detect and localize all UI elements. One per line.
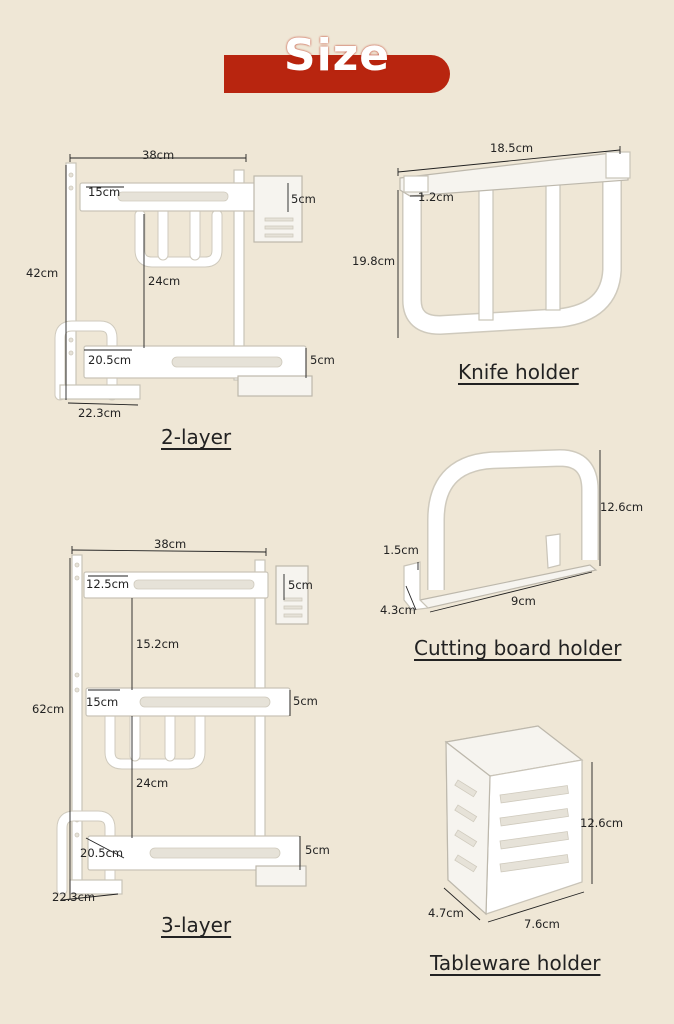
cutting-board-width-label: 9cm [511, 594, 536, 608]
knife-holder-height-label: 19.8cm [352, 254, 396, 268]
tableware-depth-label: 4.7cm [428, 906, 464, 920]
two-layer-bottom-depth-label: 20.5cm [88, 353, 132, 367]
title-banner [224, 55, 450, 93]
knife-holder-caption: Knife holder [458, 360, 579, 384]
two-layer-gap-label: 24cm [148, 274, 181, 288]
two-layer-width-label: 38cm [142, 148, 175, 162]
two-layer-bottom-height-label: 5cm [310, 353, 335, 367]
knife-holder-thickness-label: 1.2cm [418, 190, 454, 204]
three-layer-base-depth-label: 22.3cm [52, 890, 96, 904]
three-layer-top-depth-label: 12.5cm [86, 577, 130, 591]
cutting-board-holder-caption: Cutting board holder [414, 636, 622, 660]
tableware-width-label: 7.6cm [524, 917, 560, 931]
page-title: Size [283, 30, 391, 81]
three-layer-bottom-height-label: 5cm [305, 843, 330, 857]
three-layer-caption: 3-layer [161, 913, 232, 937]
tableware-holder-drawing [443, 725, 593, 923]
knife-holder-drawing [397, 146, 631, 338]
knife-holder-width-label: 18.5cm [490, 141, 534, 155]
two-layer-height-label: 42cm [26, 266, 59, 280]
tableware-height-label: 12.6cm [580, 816, 624, 830]
two-layer-base-depth-label: 22.3cm [78, 406, 122, 420]
two-layer-top-depth-label: 15cm [88, 185, 121, 199]
three-layer-mid-height-label: 5cm [293, 694, 318, 708]
three-layer-bottom-depth-label: 20.5cm [80, 846, 124, 860]
three-layer-mid-depth-label: 15cm [86, 695, 119, 709]
cutting-board-height-label: 12.6cm [600, 500, 644, 514]
two-layer-rack-drawing [54, 154, 313, 406]
tableware-holder-caption: Tableware holder [430, 951, 601, 975]
cutting-board-holder-drawing [403, 449, 601, 613]
two-layer-hook-height-label: 5cm [291, 192, 316, 206]
cutting-board-hook-label: 1.5cm [383, 543, 419, 557]
three-layer-height-label: 62cm [32, 702, 65, 716]
three-layer-lower-gap-label: 24cm [136, 776, 169, 790]
two-layer-caption: 2-layer [161, 425, 232, 449]
three-layer-rack-drawing [56, 546, 309, 901]
three-layer-width-label: 38cm [154, 537, 187, 551]
cutting-board-depth-label: 4.3cm [380, 603, 416, 617]
three-layer-top-height-label: 5cm [288, 578, 313, 592]
three-layer-upper-gap-label: 15.2cm [136, 637, 180, 651]
